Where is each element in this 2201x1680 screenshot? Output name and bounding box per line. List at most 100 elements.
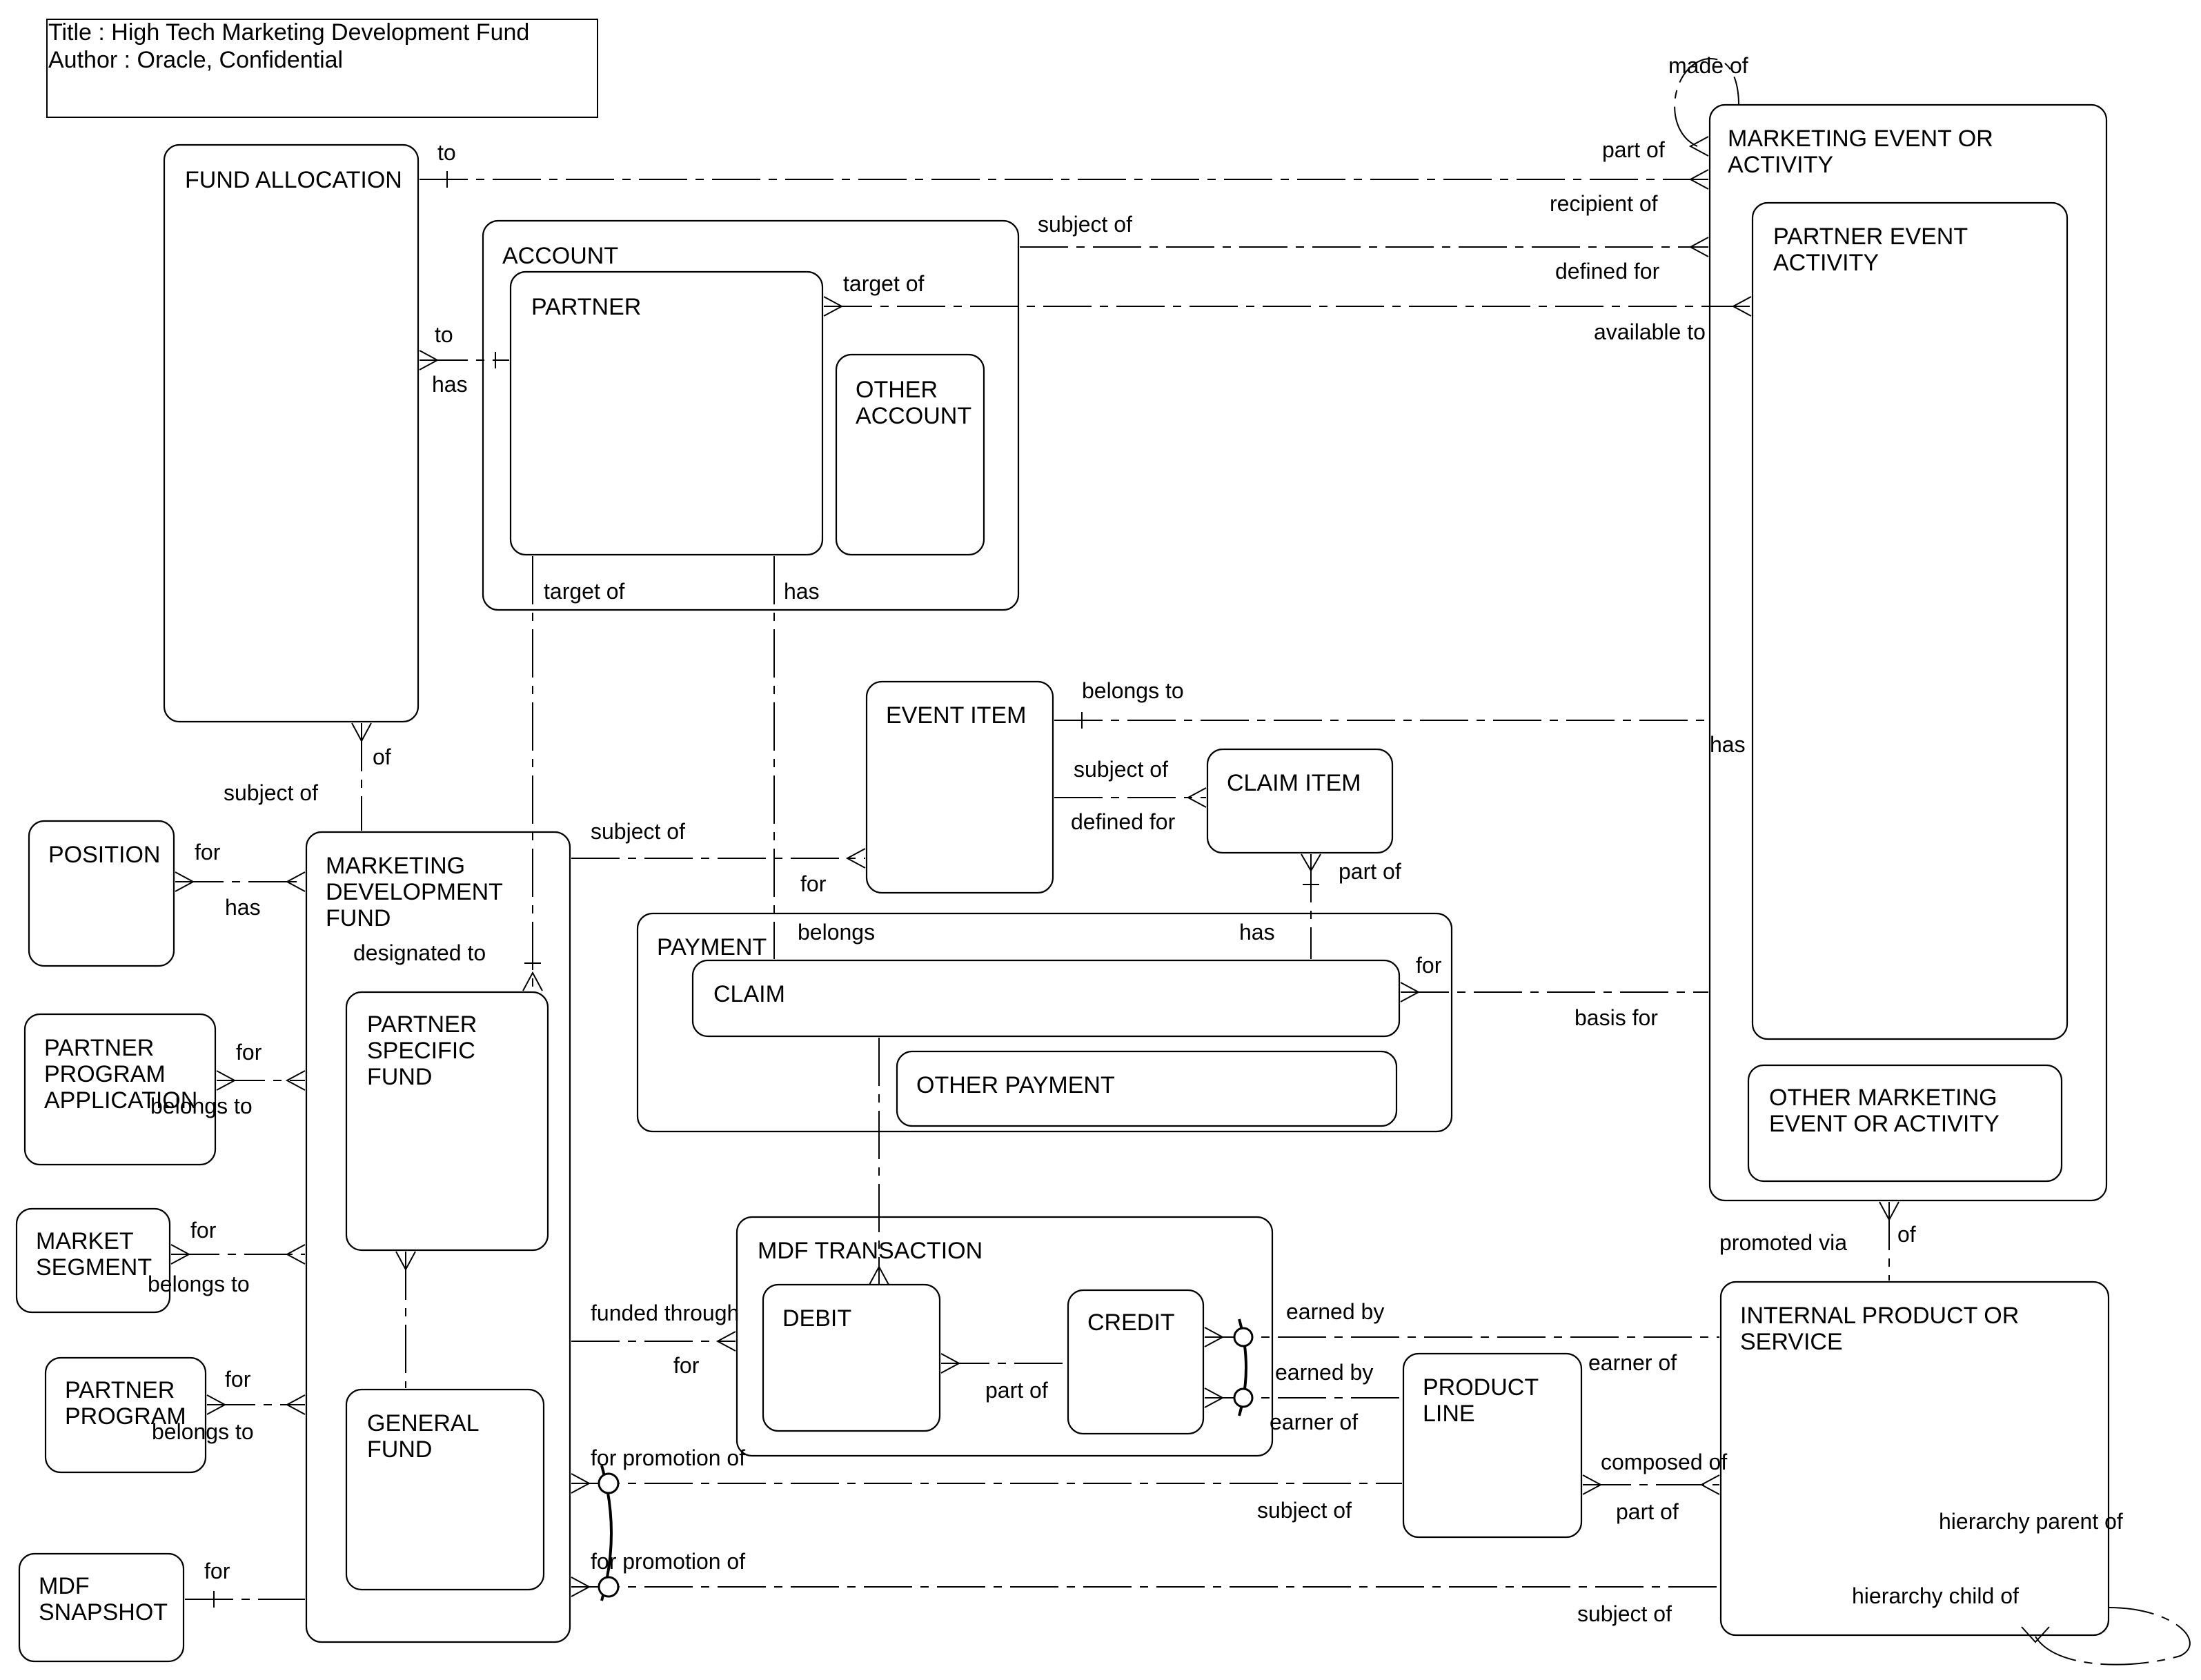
crow-credit-earned-2 [1204, 1387, 1225, 1408]
entity-debit[interactable] [762, 1283, 941, 1432]
payment-title: PAYMENT [657, 934, 767, 960]
crow-product-hierarchy [2021, 1626, 2050, 1643]
marketing-event-title-2: ACTIVITY [1728, 152, 1833, 178]
label-for-market-segment: for [190, 1218, 217, 1243]
crow-claim-item-defined [1186, 787, 1207, 808]
position-title: POSITION [48, 842, 160, 868]
label-for-partner-program: for [225, 1367, 251, 1392]
label-defined-for-claim-item: defined for [1071, 809, 1176, 834]
label-made-of: made of [1668, 53, 1748, 78]
label-target-of-psf: target of [544, 579, 625, 604]
label-for-transaction: for [673, 1353, 700, 1378]
arc-mdf-circle-2 [598, 1576, 620, 1598]
label-defined-for-event: defined for [1555, 259, 1660, 284]
label-for-promotion-of-2: for promotion of [591, 1549, 745, 1574]
partner-title: PARTNER [531, 294, 641, 320]
entity-position[interactable] [28, 820, 175, 967]
label-basis-for: basis for [1575, 1005, 1658, 1030]
label-has-position: has [225, 895, 261, 920]
relationship-labels: made of part of to recipient of subject … [148, 53, 2123, 1626]
debit-title: DEBIT [782, 1305, 851, 1332]
entity-partner-program[interactable] [44, 1356, 207, 1474]
crow-mdf-ppa [285, 1070, 306, 1091]
other-marketing-event-title-2: EVENT OR ACTIVITY [1769, 1111, 2000, 1137]
label-for-event-item: for [800, 871, 827, 896]
label-for-snapshot: for [204, 1559, 230, 1583]
entity-titles: FUND ALLOCATION ACCOUNT PARTNER OTHER AC… [36, 126, 2019, 1625]
arc-credit-circle-1 [1233, 1327, 1254, 1347]
label-subject-of-internal-product: subject of [1577, 1601, 1672, 1626]
label-subject-of-product-line: subject of [1257, 1498, 1352, 1523]
label-subject-of-claim-item: subject of [1074, 757, 1168, 782]
credit-title: CREDIT [1087, 1310, 1175, 1336]
crow-product-line-composed [1582, 1474, 1603, 1495]
crow-market-segment-for [170, 1244, 191, 1265]
title-box: Title : High Tech Marketing Development … [46, 19, 598, 118]
entity-general-fund[interactable] [345, 1388, 545, 1591]
crow-ppa-for [216, 1070, 237, 1091]
crow-transaction-funded [715, 1331, 736, 1352]
label-composed-of: composed of [1601, 1450, 1727, 1474]
entity-claim-item[interactable] [1206, 748, 1394, 854]
label-for-position: for [195, 840, 221, 864]
claim-item-title: CLAIM ITEM [1227, 770, 1361, 796]
label-earned-by-1: earned by [1286, 1299, 1384, 1324]
label-part-of-event: part of [1602, 137, 1665, 162]
product-line-title-2: LINE [1423, 1401, 1475, 1427]
label-to-partner: to [435, 322, 453, 347]
title-box-frame [46, 19, 598, 118]
crow-fund-allocation-partner [419, 350, 440, 370]
internal-product-title-1: INTERNAL PRODUCT OR [1740, 1303, 2019, 1329]
label-part-of-debit: part of [985, 1378, 1048, 1403]
label-part-of-product-line: part of [1616, 1499, 1679, 1524]
crow-psf-general [395, 1251, 416, 1272]
partner-event-title-2: ACTIVITY [1773, 250, 1879, 276]
label-recipient-of: recipient of [1550, 191, 1658, 216]
event-item-title: EVENT ITEM [886, 702, 1026, 729]
arc-mdf-circle-1 [598, 1472, 620, 1494]
entity-partner-specific-fund[interactable] [345, 991, 549, 1252]
label-earner-of-1: earner of [1588, 1350, 1677, 1375]
crow-event-promoted [1879, 1201, 1899, 1222]
label-for-ppa: for [236, 1040, 262, 1065]
fund-allocation-title: FUND ALLOCATION [185, 167, 402, 193]
other-marketing-event-title-1: OTHER MARKETING [1769, 1085, 1997, 1111]
partner-program-application-title-1: PARTNER [44, 1035, 154, 1061]
relationships [171, 58, 2191, 1666]
label-to-fund-allocation: to [437, 140, 456, 165]
entity-mdf-snapshot[interactable] [18, 1552, 185, 1663]
other-account-title-1: OTHER [856, 377, 938, 403]
rel-product-hierarchy [2035, 1607, 2191, 1666]
label-belongs-to-ppa: belongs to [150, 1094, 253, 1118]
label-has-claim-item: has [1239, 920, 1275, 945]
entity-credit[interactable] [1067, 1289, 1205, 1435]
label-subject-of-account: subject of [1038, 212, 1132, 237]
entity-market-segment[interactable] [15, 1207, 171, 1314]
entity-partner-event-activity[interactable] [1751, 201, 2069, 1040]
entity-event-item[interactable] [865, 680, 1054, 894]
entity-partner-program-application[interactable] [23, 1013, 217, 1166]
crow-internal-product-part [1699, 1474, 1720, 1495]
crow-event-recipient [1688, 169, 1709, 190]
label-subject-of-mdf: subject of [224, 780, 318, 805]
entity-partner[interactable] [509, 270, 824, 556]
entity-internal-product-or-service[interactable] [1719, 1281, 2110, 1637]
crow-mdf-partner-program [285, 1394, 306, 1415]
mdf-title-1: MARKETING [326, 853, 465, 879]
rel-event-self [1674, 58, 1739, 147]
entity-other-payment[interactable] [896, 1050, 1398, 1127]
entity-product-line[interactable] [1402, 1352, 1583, 1539]
partner-program-title-1: PARTNER [65, 1377, 175, 1403]
crow-claim-for [1400, 982, 1421, 1002]
market-segment-title-2: SEGMENT [36, 1254, 152, 1281]
entity-fund-allocation[interactable] [163, 144, 420, 723]
label-part-of-claim: part of [1339, 859, 1401, 884]
label-belongs-to-market-segment: belongs to [148, 1272, 250, 1296]
label-available-to: available to [1594, 319, 1706, 344]
entity-claim[interactable] [691, 959, 1401, 1038]
partner-specific-fund-title-3: FUND [367, 1064, 432, 1090]
entity-other-account[interactable] [835, 353, 985, 556]
mdf-snapshot-title-1: MDF [39, 1573, 90, 1599]
entity-other-marketing-event-or-activity[interactable] [1747, 1064, 2063, 1183]
